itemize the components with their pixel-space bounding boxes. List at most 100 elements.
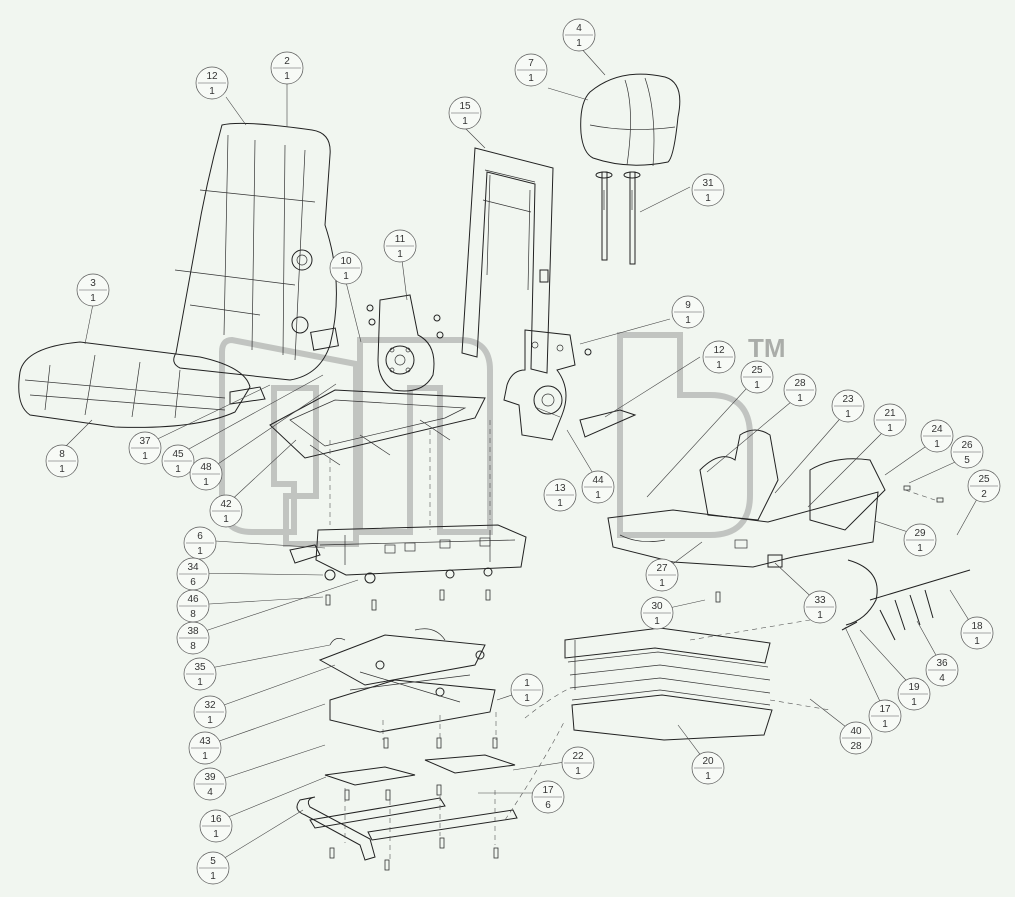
callout-balloon-3: 31	[76, 273, 110, 307]
callout-balloon-1: 11	[510, 673, 544, 707]
callout-balloon-17: 176	[531, 780, 565, 814]
balloon-quantity: 1	[882, 719, 888, 730]
balloon-quantity: 1	[197, 546, 203, 557]
callout-balloons: 1121314151617181911011111211211311511611…	[45, 18, 1001, 885]
balloon-quantity: 6	[545, 800, 551, 811]
seat-backrest	[173, 122, 339, 381]
balloon-item-number: 28	[794, 378, 806, 389]
callout-balloon-7: 71	[514, 53, 548, 87]
balloon-quantity: 1	[397, 249, 403, 260]
callout-balloon-16: 161	[199, 809, 233, 843]
balloon-quantity: 1	[934, 439, 940, 450]
balloon-quantity: 1	[911, 697, 917, 708]
balloon-quantity: 8	[190, 641, 196, 652]
balloon-quantity: 1	[917, 543, 923, 554]
seat-shell	[607, 429, 886, 568]
backrest-frame	[461, 147, 554, 374]
balloon-quantity: 1	[654, 616, 660, 627]
balloon-item-number: 25	[978, 474, 990, 485]
balloon-quantity: 1	[595, 490, 601, 501]
balloon-item-number: 35	[194, 662, 206, 673]
balloon-item-number: 18	[971, 621, 983, 632]
alignment-lines	[329, 420, 936, 860]
balloon-quantity: 2	[981, 489, 987, 500]
callout-balloon-9: 91	[671, 295, 705, 329]
balloon-item-number: 12	[713, 345, 725, 356]
callout-balloon-33: 331	[803, 590, 837, 624]
callout-balloon-11: 111	[383, 229, 417, 263]
callout-balloon-12: 121	[702, 340, 736, 374]
callout-balloon-4: 41	[562, 18, 596, 52]
callout-balloon-32: 321	[193, 695, 227, 729]
callout-balloon-18: 181	[960, 616, 994, 650]
callout-balloon-13: 131	[543, 478, 577, 512]
balloon-item-number: 12	[206, 71, 218, 82]
balloon-item-number: 17	[879, 704, 891, 715]
balloon-item-number: 23	[842, 394, 854, 405]
scissor-suspension	[318, 628, 496, 733]
trademark-label: TM	[748, 333, 786, 363]
balloon-item-number: 19	[908, 682, 920, 693]
callout-balloon-19: 191	[897, 677, 931, 711]
balloon-item-number: 16	[210, 814, 222, 825]
balloon-item-number: 10	[340, 256, 352, 267]
balloon-item-number: 29	[914, 528, 926, 539]
callout-balloon-12: 121	[195, 66, 229, 100]
balloon-item-number: 3	[90, 278, 96, 289]
callout-balloon-35: 351	[183, 657, 217, 691]
balloon-item-number: 34	[187, 562, 199, 573]
callout-balloon-24: 241	[920, 419, 954, 453]
tube-base	[296, 796, 518, 861]
callout-balloon-20: 201	[691, 751, 725, 785]
callout-balloon-25: 252	[967, 469, 1001, 503]
balloon-item-number: 36	[936, 658, 948, 669]
seat-cushion	[18, 341, 266, 428]
balloon-item-number: 30	[651, 601, 663, 612]
balloon-item-number: 7	[528, 58, 534, 69]
balloon-item-number: 32	[204, 700, 216, 711]
balloon-quantity: 1	[705, 771, 711, 782]
balloon-quantity: 1	[210, 871, 216, 882]
balloon-item-number: 13	[554, 483, 566, 494]
recliner-bracket-left	[366, 294, 444, 392]
callout-balloon-29: 291	[903, 523, 937, 557]
callout-balloon-31: 311	[691, 173, 725, 207]
balloon-item-number: 48	[200, 462, 212, 473]
balloon-quantity: 1	[685, 315, 691, 326]
balloon-quantity: 4	[939, 673, 945, 684]
balloon-quantity: 1	[716, 360, 722, 371]
balloon-quantity: 1	[343, 271, 349, 282]
balloon-item-number: 9	[685, 300, 691, 311]
balloon-quantity: 1	[209, 86, 215, 97]
balloon-item-number: 38	[187, 626, 199, 637]
balloon-item-number: 5	[210, 856, 216, 867]
callout-balloon-21: 211	[873, 403, 907, 437]
callout-balloon-36: 364	[925, 653, 959, 687]
callout-balloon-25: 251	[740, 360, 774, 394]
balloon-quantity: 1	[175, 464, 181, 475]
balloon-item-number: 44	[592, 475, 604, 486]
balloon-item-number: 33	[814, 595, 826, 606]
balloon-quantity: 1	[142, 451, 148, 462]
balloon-quantity: 1	[59, 464, 65, 475]
balloon-item-number: 31	[702, 178, 714, 189]
callout-balloon-28: 281	[783, 373, 817, 407]
seat-pan-frame	[269, 389, 486, 466]
balloon-quantity: 1	[202, 751, 208, 762]
callout-balloon-23: 231	[831, 389, 865, 423]
balloon-quantity: 1	[284, 71, 290, 82]
leader-lines	[61, 46, 983, 866]
callout-balloon-38: 388	[176, 621, 210, 655]
balloon-quantity: 1	[817, 610, 823, 621]
balloon-item-number: 1	[524, 678, 530, 689]
callout-balloon-26: 265	[950, 435, 984, 469]
callout-balloon-8: 81	[45, 444, 79, 478]
balloon-item-number: 43	[199, 736, 211, 747]
balloon-item-number: 11	[395, 234, 406, 245]
balloon-quantity: 28	[850, 741, 862, 752]
balloon-item-number: 4	[576, 23, 582, 34]
callout-balloon-48: 481	[189, 457, 223, 491]
balloon-quantity: 1	[213, 829, 219, 840]
